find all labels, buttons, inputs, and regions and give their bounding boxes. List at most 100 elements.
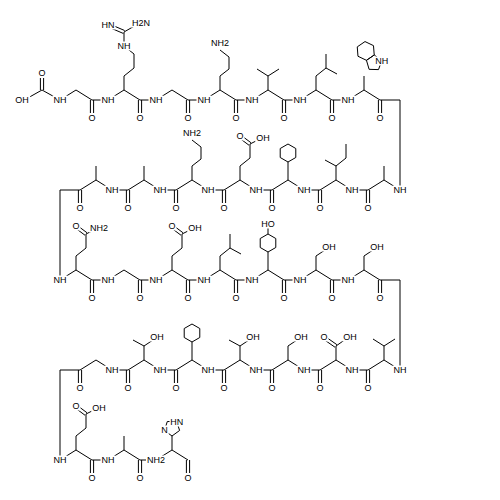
atom-label: O	[231, 114, 240, 123]
bond-line	[76, 428, 86, 436]
bond-line	[220, 256, 221, 270]
bond-line	[288, 166, 289, 180]
bond-line	[330, 100, 331, 113]
bond-line	[172, 436, 173, 450]
bond-line	[295, 149, 296, 158]
atom-label: NH	[149, 96, 164, 105]
bond-line	[346, 144, 347, 158]
bond-line	[260, 239, 261, 248]
atom-label: NH	[53, 96, 68, 105]
bond-line	[369, 190, 370, 203]
bond-line	[124, 68, 134, 76]
bond-line	[270, 190, 271, 203]
bond-line	[326, 54, 327, 68]
bond-line	[124, 270, 140, 280]
bond-line	[358, 56, 366, 60]
atom-label: O	[75, 204, 84, 213]
bond-line	[222, 370, 223, 383]
bond-line	[268, 248, 276, 253]
bond-line	[126, 370, 127, 383]
bond-line	[240, 166, 241, 180]
bond-line	[225, 370, 226, 383]
atom-label: NH	[117, 42, 132, 51]
bond-line	[326, 68, 337, 74]
atom-label: NH	[345, 186, 360, 195]
atom-label: OH	[245, 333, 261, 342]
bond-line	[220, 76, 221, 90]
bond-line	[144, 166, 145, 180]
bond-line	[60, 190, 61, 280]
bond-line	[172, 450, 188, 460]
bond-line	[336, 166, 337, 180]
bond-line	[260, 234, 268, 239]
bond-line	[76, 450, 92, 460]
atom-label: O	[183, 294, 192, 303]
bond-line	[316, 76, 317, 90]
atom-label: O	[231, 294, 240, 303]
atom-label: NH	[105, 186, 120, 195]
atom-label: NH	[105, 366, 120, 375]
bond-line	[272, 360, 288, 370]
atom-label: O	[87, 474, 96, 483]
bond-line	[316, 90, 332, 100]
bond-line	[220, 90, 236, 100]
bond-line	[400, 280, 401, 370]
bond-line	[186, 100, 187, 113]
bond-line	[177, 190, 178, 203]
bond-line	[90, 460, 91, 473]
bond-line	[260, 248, 268, 253]
atom-label: O	[87, 294, 96, 303]
bond-line	[141, 100, 142, 113]
bond-line	[186, 280, 187, 293]
bond-line	[177, 370, 178, 383]
atom-label: O	[135, 474, 144, 483]
bond-line	[174, 190, 175, 203]
bond-line	[43, 78, 44, 90]
bond-line	[192, 159, 201, 166]
atom-label: O	[183, 114, 192, 123]
bond-line	[124, 436, 125, 450]
atom-label: NH	[153, 186, 168, 195]
atom-label: O	[123, 204, 132, 213]
bond-line	[90, 280, 91, 293]
bond-line	[224, 360, 240, 370]
bond-line	[176, 180, 192, 190]
atom-label: NH	[101, 276, 116, 285]
bond-line	[366, 60, 369, 69]
atom-label: NH	[201, 366, 216, 375]
bond-line	[330, 280, 331, 293]
atom-label: O	[267, 384, 276, 393]
atom-label: O	[75, 384, 84, 393]
bond-line	[268, 228, 269, 234]
atom-label: NH	[341, 96, 356, 105]
bond-line	[366, 55, 374, 60]
bond-line	[76, 436, 77, 450]
bond-line	[316, 256, 317, 270]
bond-line	[384, 346, 385, 360]
atom-label: NH	[245, 276, 260, 285]
atom-label: NH	[101, 456, 116, 465]
bond-line	[229, 57, 230, 69]
bond-line	[60, 370, 80, 371]
atom-label: O	[315, 384, 324, 393]
bond-line	[365, 42, 373, 46]
bond-line	[138, 460, 139, 473]
atom-label: NH	[297, 186, 312, 195]
bond-line	[189, 100, 190, 113]
atom-label: O	[327, 294, 336, 303]
atom-label: O	[279, 114, 288, 123]
bond-line	[172, 270, 188, 280]
bond-line	[333, 280, 334, 293]
bond-line	[272, 180, 288, 190]
bond-line	[240, 158, 250, 166]
bond-line	[124, 76, 125, 90]
atom-label: O	[279, 294, 288, 303]
bond-line	[141, 460, 142, 473]
atom-label: NH	[201, 186, 216, 195]
bond-line	[184, 324, 192, 329]
bond-line	[325, 160, 336, 166]
bond-line	[220, 69, 229, 76]
bond-line	[184, 329, 185, 338]
bond-line	[124, 450, 140, 460]
